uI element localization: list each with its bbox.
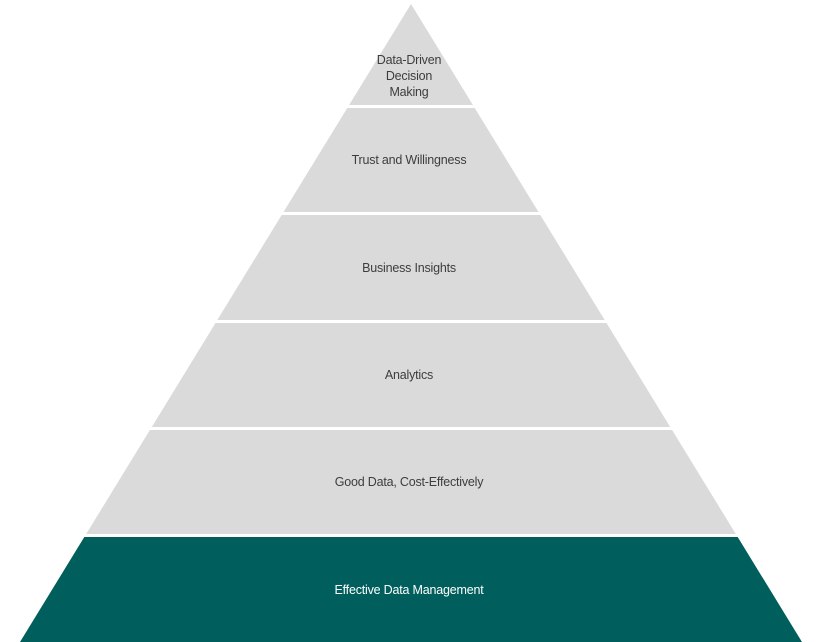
pyramid-tier-analytics bbox=[151, 323, 671, 427]
pyramid-tier-good-data bbox=[86, 430, 736, 534]
tier-label-line: Data-Driven bbox=[376, 53, 442, 67]
tier-label-line: Analytics bbox=[384, 368, 434, 382]
tier-label-insights: Business Insights bbox=[0, 260, 818, 276]
tier-label-line: Decision bbox=[385, 69, 433, 83]
tier-label-good-data: Good Data, Cost-Effectively bbox=[0, 474, 818, 490]
pyramid-tier-top bbox=[349, 4, 473, 105]
tier-label-line: Business Insights bbox=[362, 260, 456, 275]
tier-label-line: Trust and Willingness bbox=[351, 153, 467, 167]
tier-label-line: Making bbox=[389, 85, 429, 99]
pyramid-tier-trust bbox=[283, 108, 539, 212]
tier-label-line: Effective Data Management bbox=[334, 582, 484, 597]
tier-label-analytics: Analytics bbox=[0, 367, 818, 383]
tier-label-line: Good Data, Cost-Effectively bbox=[334, 475, 484, 489]
tier-label-trust: Trust and Willingness bbox=[0, 152, 818, 168]
tier-label-data-management: Effective Data Management bbox=[0, 582, 818, 598]
pyramid-tier-data-management bbox=[20, 537, 802, 642]
pyramid-tier-insights bbox=[217, 215, 605, 320]
tier-label-decision-making: Data-Driven Decision Making bbox=[0, 52, 818, 100]
